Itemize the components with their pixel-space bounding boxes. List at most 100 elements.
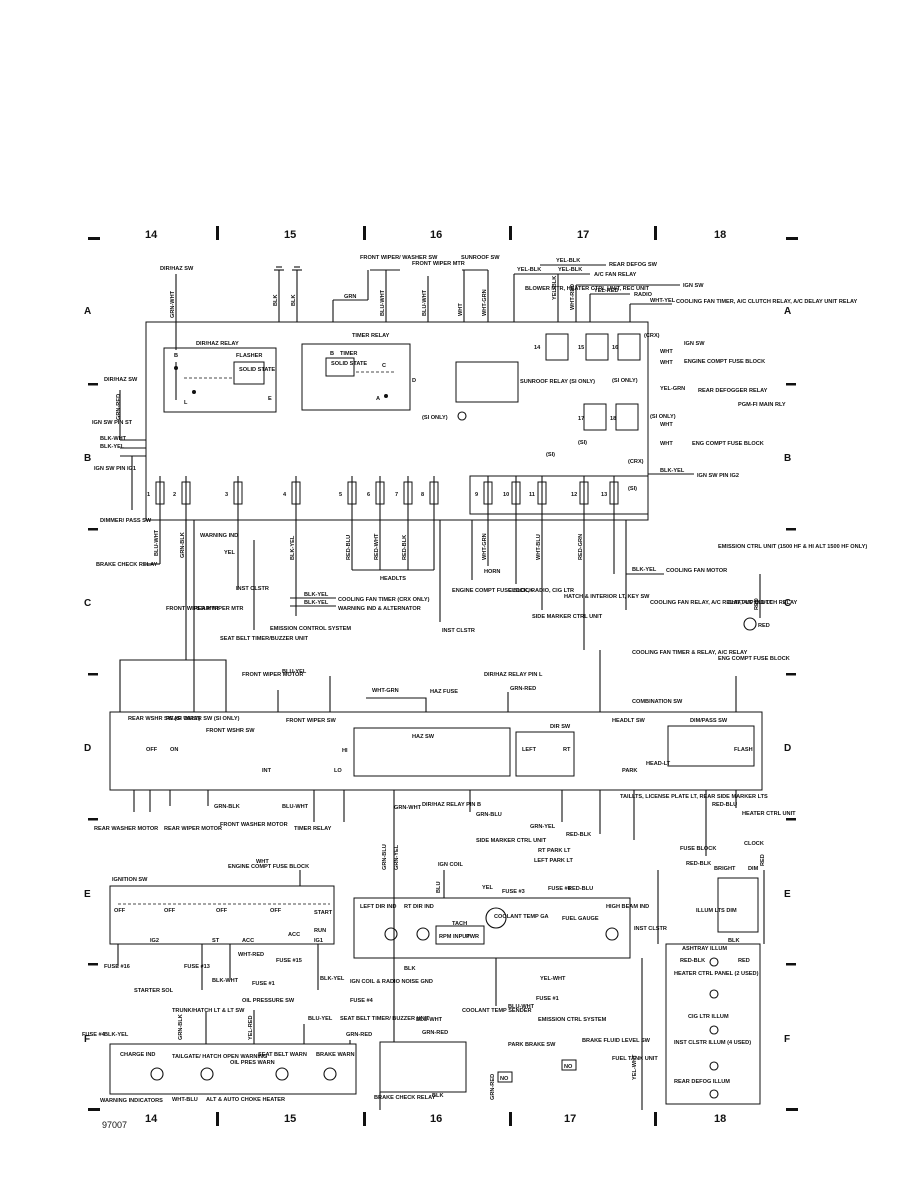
wire-label: RED-GRN — [578, 534, 584, 560]
ign-sw-pin-ig2-label: IGN SW PIN IG2 — [697, 473, 739, 479]
rear-washer-motor-label: REAR WASHER MOTOR — [94, 826, 158, 832]
fuse-label: FUSE #15 — [276, 958, 302, 964]
fuse-number: 4 — [283, 492, 287, 498]
switch-position: LO — [334, 768, 342, 774]
side-marker-label: SIDE MARKER CTRL UNIT — [532, 614, 603, 620]
left-park-lt-label: LEFT PARK LT — [534, 858, 574, 864]
instrument-cluster: LEFT DIR IND RT DIR IND TACH RPM INPUT P… — [353, 897, 667, 1023]
ign-position: IG2 — [150, 938, 159, 944]
lamp-icon — [709, 1089, 719, 1099]
rear-defogger-relay-label: REAR DEFOGGER RELAY — [698, 388, 768, 394]
row-label: F — [784, 1034, 790, 1045]
row-label: B — [84, 453, 91, 464]
hatch-interior-label: HATCH & INTERIOR LT, KEY SW — [564, 594, 650, 600]
wire-label: WHT — [660, 349, 673, 355]
ignition-sw-label: IGNITION SW — [112, 877, 148, 883]
terminal-label: L — [184, 400, 188, 406]
wire-label: RED-BLU — [712, 802, 737, 808]
fuse-number: 7 — [395, 492, 398, 498]
switch-position: FLASH — [734, 747, 753, 753]
fuse-number: 14 — [534, 345, 541, 351]
shift-up-lamp-icon — [743, 617, 757, 631]
cig-ltr-illum-label: CIG LTR ILLUM — [688, 1014, 729, 1020]
taillts-label: TAILLTS, LICENSE PLATE LT, REAR SIDE MAR… — [620, 794, 768, 800]
timer-relay-label: TIMER RELAY — [352, 333, 390, 339]
terminal-label: A — [376, 396, 380, 402]
column-label: 15 — [284, 229, 296, 241]
fuel-gauge-label: FUEL GAUGE — [562, 916, 599, 922]
si-only-label: (SI ONLY) — [422, 415, 448, 421]
oil-pressure-sw-label: OIL PRESSURE SW — [242, 998, 295, 1004]
ign-position: ACC — [242, 938, 254, 944]
rt-park-lt-label: RT PARK LT — [538, 848, 571, 854]
rear-wiper-mtr-label: REAR WIPER MTR — [194, 606, 243, 612]
pwr-label: PWR — [466, 934, 479, 940]
column-label: 18 — [714, 229, 726, 241]
wire-label: GRN-RED — [510, 686, 536, 692]
wire-label: WHT — [660, 441, 673, 447]
wire-label: RED-BLU — [346, 535, 352, 560]
row-label: A — [84, 306, 91, 317]
column-header-top: 14 15 16 17 18 — [88, 226, 798, 241]
wire-label: GRN-RED — [490, 1074, 496, 1100]
wire-label: BLK — [728, 938, 740, 944]
wire-label: WHT-YEL — [650, 298, 676, 304]
fuse-number: 3 — [225, 492, 228, 498]
wire-label: WHT-GRN — [482, 289, 488, 316]
row-c: WARNING IND INST CLSTR FRONT WIPER MTR R… — [144, 520, 867, 712]
cooling-fan-timer-label: COOLING FAN TIMER, A/C CLUTCH RELAY, A/C… — [676, 299, 858, 305]
headlts-label: HEADLTS — [380, 576, 406, 582]
wire-label: RED — [760, 854, 766, 866]
wire-label: GRN-BLK — [178, 1014, 184, 1040]
warning-indicators-label: WARNING INDICATORS — [100, 1098, 163, 1104]
left-dir-ind-label: LEFT DIR IND — [360, 904, 396, 910]
wire-label: RED-BLK — [566, 832, 591, 838]
ignition-switch: ENGINE COMPT FUSE BLOCK IGNITION SW OFF … — [104, 862, 571, 1004]
wire-label: WHT-RED — [570, 284, 576, 310]
front-washer-motor-label: FRONT WASHER MOTOR — [220, 822, 288, 828]
top-components: DIR/HAZ SW GRN-WHT BLK BLK FRONT WIPER/ … — [160, 255, 858, 322]
alt-auto-choke-label: ALT & AUTO CHOKE HEATER — [206, 1097, 285, 1103]
wire-label: BLK-YEL — [660, 468, 685, 474]
park-brake-sw-label: PARK BRAKE SW — [508, 1042, 556, 1048]
bright-label: BRIGHT — [714, 866, 736, 872]
dim-label: DIM — [748, 866, 759, 872]
ign-position: START — [314, 910, 333, 916]
cooling-fan-timer-label: COOLING FAN TIMER (CRX ONLY) — [338, 597, 430, 603]
brake-check-relay-label: BRAKE CHECK RELAY — [374, 1095, 436, 1101]
wire-label: BLK-YEL — [304, 592, 329, 598]
wire-label: BLU-WHT — [508, 1004, 535, 1010]
cooling-fan-relay-label: COOLING FAN RELAY, A/C RELAY, A/C CLUTCH… — [650, 600, 797, 606]
switch-position: INT — [262, 768, 272, 774]
wire-label: WHT-GRN — [372, 688, 399, 694]
gauge-icon — [485, 907, 507, 929]
trunk-hatch-label: TRUNK/HATCH LT & LT SW — [172, 1008, 245, 1014]
fuse-label: FUSE #4 — [82, 1032, 106, 1038]
fuse-number: 6 — [367, 492, 370, 498]
wire-label: WHT-BLU — [536, 534, 542, 560]
tach-label: TACH — [452, 921, 467, 927]
ign-coil-radio-label: IGN COIL & RADIO NOISE GND — [350, 979, 433, 985]
fuse-number: 16 — [612, 345, 618, 351]
switch-position: ON — [170, 747, 178, 753]
wire-label: BLU-WHT — [380, 289, 386, 316]
crx-label: (CRX) — [644, 333, 660, 339]
ign-position: ST — [212, 938, 220, 944]
crx-label: (CRX) — [628, 459, 644, 465]
ashtray-illum-label: ASHTRAY ILLUM — [682, 946, 727, 952]
inst-clstr-label: INST CLSTR — [634, 926, 667, 932]
left-labels: DIR/HAZ SW IGN SW PIN ST BLK-WHT BLK-YEL… — [92, 377, 158, 568]
solid-state-label: SOLID STATE — [331, 361, 367, 367]
dir-haz-relay-pin-b-label: DIR/HAZ RELAY PIN B — [422, 802, 481, 808]
fuse-number: 10 — [503, 492, 509, 498]
relay-group: 14 15 16 (CRX) WHT WHT IGN SW ENGINE COM… — [534, 333, 786, 492]
wire-label: YEL-BLK — [552, 276, 558, 300]
wire-label: BLU-YEL — [282, 669, 307, 675]
row-label: B — [784, 453, 791, 464]
shift-up-label: SHIFT UP IND LT — [728, 600, 773, 606]
lamp-icon — [709, 1025, 719, 1035]
ign-coil-label: IGN COIL — [438, 862, 463, 868]
wire-label: RED-BLU — [568, 886, 593, 892]
column-label: 18 — [714, 1113, 726, 1125]
wire-label: GRN-YEL — [530, 824, 556, 830]
